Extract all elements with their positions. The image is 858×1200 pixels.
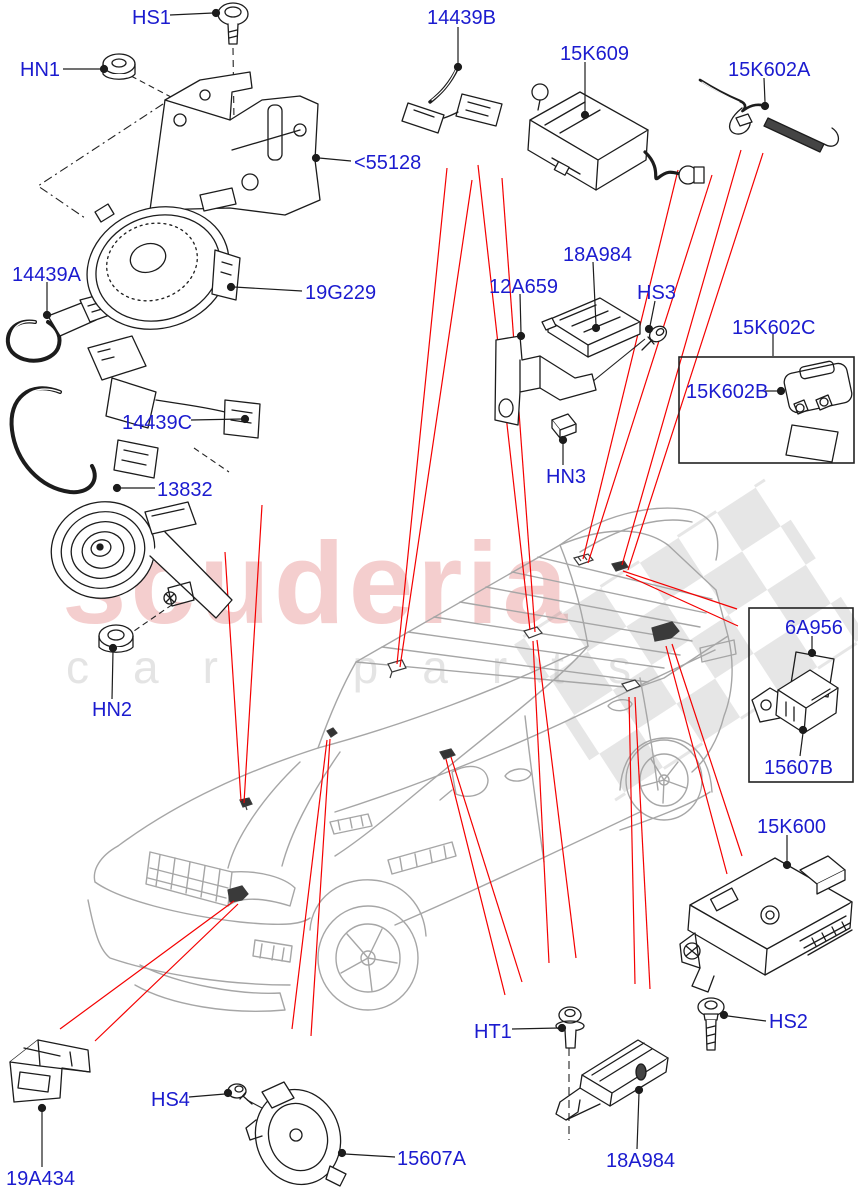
part-drawing-harness-14439c[interactable] [9, 335, 261, 495]
part-label-hn3[interactable]: HN3 [546, 466, 587, 488]
part-drawing-bolt-ht1[interactable] [555, 1006, 585, 1049]
label-leader-lines [37, 8, 817, 1167]
kit-box-15k602c [678, 356, 855, 464]
part-drawing-nut-hn1[interactable] [102, 53, 136, 80]
part-label-ht1[interactable]: HT1 [474, 1021, 512, 1043]
part-drawing-module-18a984-bottom[interactable] [555, 1039, 669, 1121]
part-label-55128[interactable]: <55128 [354, 152, 422, 174]
quarter-panel-clip-icon [651, 621, 680, 642]
mirror-clip-icon [439, 748, 456, 760]
part-drawing-bracket-19a434[interactable] [9, 1039, 91, 1103]
part-label-14439b[interactable]: 14439B [427, 7, 496, 29]
part-label-hs4[interactable]: HS4 [151, 1089, 190, 1111]
part-label-15k600[interactable]: 15K600 [757, 816, 826, 838]
part-label-15k602a[interactable]: 15K602A [728, 59, 811, 81]
windshield-clip-icon [326, 727, 338, 738]
part-label-15k602b[interactable]: 15K602B [686, 381, 769, 403]
hood-latch-clip-icon [227, 885, 249, 903]
part-drawing-screw-hs2[interactable] [697, 997, 725, 1051]
part-drawing-module-18a984-top[interactable] [541, 297, 641, 358]
part-drawing-sensor-15607a[interactable] [243, 1078, 353, 1195]
part-label-19g229[interactable]: 19G229 [305, 282, 377, 304]
part-drawing-pad-6a956[interactable] [789, 651, 835, 698]
part-drawing-horn-13832[interactable] [40, 490, 233, 619]
part-drawing-antenna-15k602a[interactable] [698, 78, 840, 153]
rear-door-clip-icon [621, 679, 641, 692]
part-label-18a984-top[interactable]: 18A984 [563, 244, 632, 266]
part-drawing-module-15k602b[interactable] [783, 360, 854, 463]
part-drawing-harness-14439b[interactable] [401, 65, 503, 134]
part-label-hs3[interactable]: HS3 [637, 282, 676, 304]
part-label-hn2[interactable]: HN2 [92, 699, 133, 721]
part-label-14439c[interactable]: 14439C [122, 412, 193, 434]
part-drawing-bracket-12a659[interactable] [494, 335, 597, 426]
part-drawing-bracket-55128[interactable] [149, 71, 321, 216]
part-label-12a659[interactable]: 12A659 [489, 276, 558, 298]
part-drawing-nut-hn3[interactable] [551, 413, 577, 439]
part-drawing-screw-hs1[interactable] [217, 2, 249, 45]
part-label-hs1[interactable]: HS1 [132, 7, 171, 29]
part-drawing-sounder-19g229[interactable] [71, 189, 245, 348]
part-drawing-module-15k609[interactable] [527, 83, 705, 191]
part-label-hn1[interactable]: HN1 [20, 59, 61, 81]
part-drawing-screw-hs3[interactable] [641, 323, 669, 351]
part-label-6a956[interactable]: 6A956 [785, 617, 843, 639]
part-label-18a984-bottom[interactable]: 18A984 [606, 1150, 675, 1172]
hood-front-clip-icon [239, 797, 253, 811]
part-label-hs2[interactable]: HS2 [769, 1011, 808, 1033]
roof-mid-clip-icon [523, 626, 543, 639]
part-label-19a434[interactable]: 19A434 [6, 1168, 75, 1190]
kit-box-15607b [748, 607, 854, 783]
part-label-15607b[interactable]: 15607B [764, 757, 833, 779]
part-label-15607a[interactable]: 15607A [397, 1148, 466, 1170]
part-label-13832[interactable]: 13832 [157, 479, 213, 501]
rear-roof-plug-icon [611, 560, 629, 572]
part-label-14439a[interactable]: 14439A [12, 264, 81, 286]
mount-clip-icons [227, 553, 680, 903]
part-drawing-nut-hn2[interactable] [98, 581, 195, 653]
part-label-15k609[interactable]: 15K609 [560, 43, 629, 65]
part-drawing-module-15607b[interactable] [751, 669, 839, 734]
part-label-15k602c[interactable]: 15K602C [732, 317, 816, 339]
part-drawing-module-15k600[interactable] [679, 855, 853, 993]
part-drawing-harness-14439a[interactable] [5, 291, 119, 363]
